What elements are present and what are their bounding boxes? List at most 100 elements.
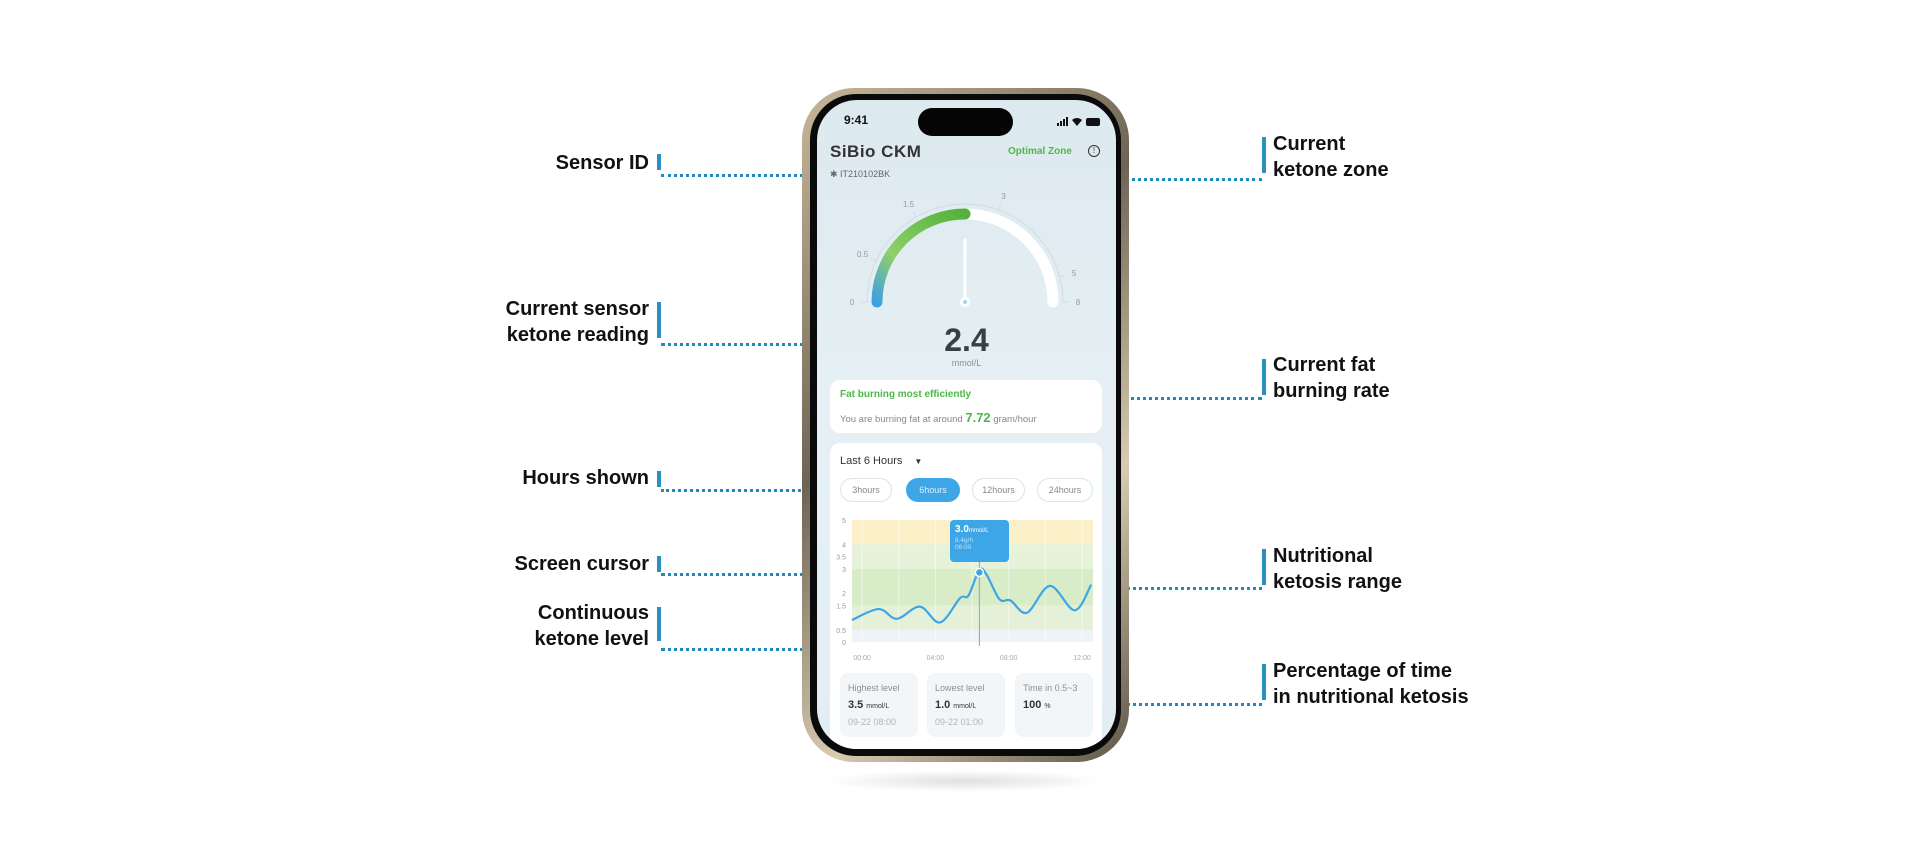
rate-prefix: You are burning fat at around [840, 414, 963, 425]
gauge-tick-label: 8 [1076, 298, 1081, 307]
chart-ytick-label: 5 [842, 518, 846, 525]
annotation-continuous-level: Continuous ketone level [249, 600, 649, 652]
annotation-text: Current fat [1273, 354, 1376, 376]
sensor-id: ✱ IT210102BK [830, 169, 890, 180]
cursor-tooltip: 3.0mmol/L 8.4g/h 06:00 [950, 520, 1009, 562]
range-option-12hours[interactable]: 12hours [972, 478, 1025, 502]
gauge-tick [1059, 274, 1066, 278]
annotation-line [661, 648, 877, 651]
annotation-text: burning rate [1273, 380, 1390, 402]
tooltip-rate: 8.4g/h [955, 537, 974, 544]
fat-burning-title: Fat burning most efficiently [840, 389, 972, 400]
range-option-6hours[interactable]: 6hours [906, 478, 960, 502]
chart-ytick-label: 0 [842, 640, 846, 647]
annotation-text: Percentage of time [1273, 660, 1452, 682]
ketone-zone-label: Optimal Zone [1008, 146, 1072, 157]
fat-burning-card: Fat burning most efficiently You are bur… [830, 380, 1102, 433]
stat-number: 1.0 [935, 699, 951, 711]
chart-ytick-label: 4 [842, 542, 846, 549]
annotation-bar [1262, 359, 1266, 395]
chart-xtick-label: 08:00 [1000, 655, 1018, 662]
range-option-24hours[interactable]: 24hours [1037, 478, 1093, 502]
annotation-text: Current [1273, 133, 1346, 155]
annotation-text: ketosis range [1273, 571, 1402, 593]
stat-title: Highest level [848, 683, 900, 693]
annotation-hours-shown: Hours shown [522, 467, 649, 489]
annotation-line [661, 343, 931, 346]
chart-xtick-label: 00:00 [853, 655, 871, 662]
stat-value: 100% [1023, 699, 1051, 711]
tooltip-time: 06:00 [955, 544, 972, 551]
stat-unit: mmol/L [866, 703, 890, 710]
gauge-tick-label: 1.5 [903, 200, 915, 209]
annotation-text: in nutritional ketosis [1273, 686, 1469, 708]
tooltip-unit: mmol/L [968, 528, 989, 534]
range-option-3hours[interactable]: 3hours [840, 478, 892, 502]
gauge-tick-label: 3 [1001, 192, 1006, 201]
gauge-tick [998, 204, 1002, 211]
annotation-bar [657, 154, 661, 170]
app-title: SiBio CKM [830, 142, 922, 161]
tooltip-value: 3.0 [955, 524, 969, 535]
gauge-tick-label: 0.5 [857, 250, 869, 259]
annotation-line [1102, 587, 1262, 590]
annotation-bar [657, 607, 661, 641]
chart-ytick-label: 2 [842, 591, 846, 598]
bluetooth-icon: ✱ [830, 169, 841, 179]
annotation-ketone-zone: Current ketone zone [1273, 131, 1389, 183]
gauge-value-arc [871, 208, 971, 308]
chart-xtick-label: 12:00 [1073, 655, 1091, 662]
annotation-bar [657, 471, 661, 487]
signal-wifi-battery-icon [1057, 114, 1103, 132]
gauge-tick [912, 211, 917, 218]
annotation-line [1060, 703, 1262, 706]
current-ketone-value: 2.4 [944, 322, 989, 358]
app-screen: 9:41 SiBio CKM Optimal Zone ! ✱ IT210102… [817, 100, 1116, 749]
fat-burning-rate: You are burning fat at around 7.72 gram/… [840, 410, 1037, 425]
gauge-needle-dot [963, 300, 967, 304]
ketone-gauge: 0 0.5 1.5 3 5 8 [850, 192, 1081, 308]
annotation-sensor-id: Sensor ID [555, 152, 649, 174]
stat-number: 3.5 [848, 699, 864, 711]
chart-ytick-label: 0.5 [836, 628, 846, 635]
annotation-line [1047, 178, 1262, 181]
current-ketone-unit: mmol/L [951, 358, 982, 368]
range-dropdown[interactable]: Last 6 Hours ▼ [840, 455, 922, 467]
caret-down-icon: ▼ [914, 457, 923, 466]
stat-date: 09-22 01:00 [935, 717, 984, 727]
status-time: 9:41 [844, 113, 869, 127]
ketone-chart[interactable]: 5 4 3.5 3 2 1.5 0.5 0 00:00 04:00 08:00 12:00 [817, 100, 1116, 749]
stat-unit: mmol/L [953, 703, 977, 710]
annotation-text: ketone zone [1273, 159, 1389, 181]
annotation-text: Continuous [537, 602, 649, 624]
annotation-bar [1262, 549, 1266, 585]
annotation-text: ketone reading [506, 324, 649, 346]
annotation-screen-cursor: Screen cursor [514, 553, 649, 575]
annotation-text: Nutritional [1273, 545, 1373, 567]
annotation-line [661, 174, 827, 177]
chart-ytick-label: 3 [842, 567, 846, 574]
annotation-bar [657, 302, 661, 338]
annotation-bar [657, 556, 661, 572]
chart-xtick-label: 04:00 [927, 655, 945, 662]
info-icon[interactable]: ! [1088, 145, 1100, 157]
sensor-id-text: IT210102BK [840, 169, 891, 179]
annotation-ketosis-range: Nutritional ketosis range [1273, 543, 1402, 595]
annotation-text: ketone level [534, 628, 649, 650]
chart-ytick-label: 3.5 [836, 555, 846, 562]
range-dropdown-label: Last 6 Hours [840, 455, 903, 467]
stat-title: Lowest level [935, 683, 985, 693]
annotation-line [661, 489, 836, 492]
annotation-bar [1262, 664, 1266, 700]
stat-date: 09-22 08:00 [848, 717, 897, 727]
phone-reflection [820, 770, 1110, 792]
gauge-tick-label: 0 [850, 298, 855, 307]
stat-unit: % [1044, 703, 1051, 710]
annotation-bar [1262, 137, 1266, 173]
gauge-tick-label: 5 [1072, 269, 1077, 278]
annotation-percentage-time: Percentage of time in nutritional ketosis [1273, 658, 1469, 710]
